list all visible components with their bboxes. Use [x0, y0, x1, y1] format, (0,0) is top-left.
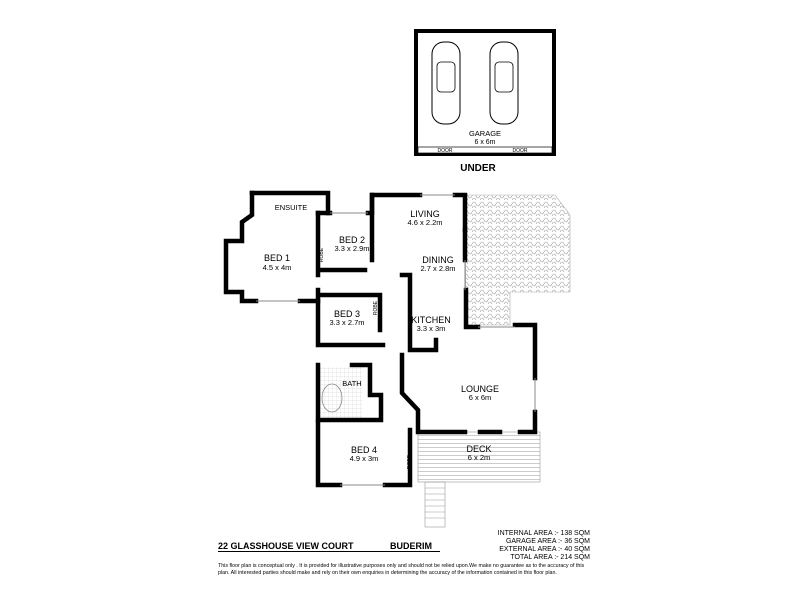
- stairs: [424, 481, 446, 528]
- area-label: TOTAL AREA :-: [510, 554, 559, 561]
- area-label: GARAGE AREA :-: [505, 538, 563, 545]
- deck-area: [417, 431, 541, 483]
- area-label: EXTERNAL AREA :-: [499, 546, 563, 553]
- garage: GARAGE 6 x 6m DOOR DOOR UNDER: [414, 29, 556, 174]
- room-label-bed1: BED 1: [264, 253, 290, 263]
- suburb: BUDERIM: [390, 541, 432, 551]
- bathtub-icon: [321, 383, 343, 413]
- area-label: INTERNAL AREA :-: [497, 530, 559, 537]
- area-row: GARAGE AREA :- 36 SQM: [470, 538, 590, 546]
- robe-label: ROBE: [319, 247, 325, 262]
- area-value: 138 SQM: [560, 530, 590, 537]
- car-icon: [489, 41, 519, 125]
- area-value: 214 SQM: [560, 554, 590, 561]
- room-label-bed2: BED 2: [339, 235, 365, 245]
- room-label-bed3: BED 3: [334, 309, 360, 319]
- room-size-lounge: 6 x 6m: [469, 393, 492, 402]
- area-value: 36 SQM: [564, 538, 590, 545]
- room-label-deck: DECK: [466, 444, 491, 454]
- room-label-lounge: LOUNGE: [461, 384, 499, 394]
- room-size-dining: 2.7 x 2.8m: [420, 264, 455, 273]
- room-size-deck: 6 x 2m: [468, 453, 491, 462]
- paved-area: [464, 194, 571, 326]
- property-address: 22 GLASSHOUSE VIEW COURT: [218, 541, 440, 552]
- room-size-living: 4.6 x 2.2m: [407, 218, 442, 227]
- car-icon: [431, 41, 461, 125]
- area-summary: INTERNAL AREA :- 138 SQM GARAGE AREA :- …: [470, 530, 590, 562]
- area-row: INTERNAL AREA :- 138 SQM: [470, 530, 590, 538]
- address-text: 22 GLASSHOUSE VIEW COURT: [218, 541, 354, 551]
- room-label-ensuite: ENSUITE: [275, 203, 308, 212]
- room-label-bath: BATH: [342, 379, 361, 388]
- room-label-kitchen: KITCHEN: [411, 315, 451, 325]
- room-label-dining: DINING: [422, 255, 454, 265]
- room-size-kitchen: 3.3 x 3m: [417, 324, 446, 333]
- robe-label: ROBE: [407, 454, 413, 469]
- walls: [223, 190, 538, 488]
- disclaimer: This floor plan is conceptual only . It …: [218, 563, 585, 576]
- room-label-living: LIVING: [410, 209, 440, 219]
- room-size-bed4: 4.9 x 3m: [350, 454, 379, 463]
- room-size-bed3: 3.3 x 2.7m: [329, 318, 364, 327]
- room-label-bed4: BED 4: [351, 445, 377, 455]
- door-label: DOOR: [513, 148, 528, 154]
- room-size-bed2: 3.3 x 2.9m: [334, 244, 369, 253]
- door-label: DOOR: [438, 148, 453, 154]
- windows: [256, 194, 536, 486]
- room-size-bed1: 4.5 x 4m: [263, 263, 292, 272]
- garage-size: 6 x 6m: [474, 139, 495, 146]
- area-value: 40 SQM: [564, 546, 590, 553]
- area-row: EXTERNAL AREA :- 40 SQM: [470, 546, 590, 554]
- level-title: UNDER: [460, 163, 496, 174]
- garage-label: GARAGE: [469, 129, 501, 138]
- area-row: TOTAL AREA :- 214 SQM: [470, 554, 590, 562]
- robe-label: ROBE: [373, 300, 379, 315]
